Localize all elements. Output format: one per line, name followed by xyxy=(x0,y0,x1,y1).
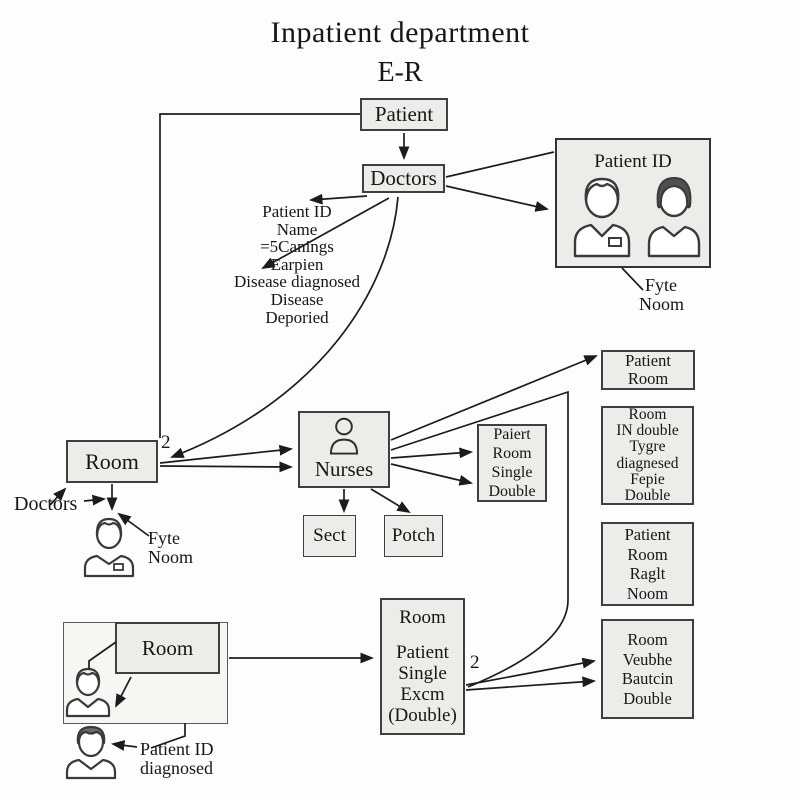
entity-room-veubhe: Room Veubhe Bautcin Double xyxy=(601,619,694,719)
arrow-nurses-to-paiert-1 xyxy=(390,447,474,459)
patient-room-line: Room xyxy=(627,369,669,388)
arrow-room-to-nurses-2 xyxy=(159,461,294,473)
attribute-item: =5Canings xyxy=(260,237,334,257)
arrow-room-single-to-veubhe-2 xyxy=(465,676,597,691)
veubhe-line: Bautcin xyxy=(621,669,674,688)
staff-female-icon xyxy=(647,176,701,258)
fyte-line: Fyte xyxy=(148,528,181,548)
fyte-noom-label-right: Fyte Noom xyxy=(639,276,684,314)
arrow-doctors-to-panel xyxy=(445,185,549,212)
room-in-double-line: diagnesed xyxy=(616,454,679,472)
entity-patient-room: Patient Room xyxy=(601,350,695,390)
attribute-item: Disease xyxy=(270,289,324,309)
arrow-nurses-to-paiert-2 xyxy=(390,463,473,486)
entity-room-bottom: Room xyxy=(115,622,220,674)
cardinality-room: 2 xyxy=(161,432,171,453)
veubhe-line: Double xyxy=(623,688,672,708)
pid-line: diagnosed xyxy=(140,758,213,778)
patient-id-diagnosed-label: Patient ID diagnosed xyxy=(140,740,214,778)
veubhe-line: Room xyxy=(627,630,668,649)
raglt-line: Patient xyxy=(624,525,671,544)
patient-dark-hair-icon xyxy=(65,725,117,780)
paiert-line: Double xyxy=(488,483,536,500)
entity-potch: Potch xyxy=(384,515,443,557)
fyte-line: Noom xyxy=(148,547,193,567)
arrow-room-to-nurses-1 xyxy=(159,444,294,464)
page-title: Inpatient department xyxy=(270,16,530,49)
entity-paiert: Paiert Room Single Double xyxy=(477,424,547,502)
entity-room-left: Room xyxy=(66,440,158,483)
arrow-doctors-to-attributes xyxy=(308,193,368,205)
room-in-double-line: IN double xyxy=(616,422,679,440)
raglt-line: Room xyxy=(627,544,668,564)
room-single-line: (Double) xyxy=(388,705,457,726)
arrow-nurses-to-potch xyxy=(370,488,411,514)
doctor-person-icon xyxy=(83,517,135,578)
room-single-line: Room xyxy=(399,607,446,628)
patient-room-line: Patient xyxy=(625,351,671,370)
raglt-line: Noom xyxy=(626,583,669,603)
room-in-double-line: Tygre xyxy=(629,438,666,456)
attribute-item: Earpien xyxy=(270,254,324,274)
attribute-item: Patient ID xyxy=(262,202,332,221)
arrow-room-single-to-veubhe-1 xyxy=(465,657,597,686)
entity-patient: Patient xyxy=(360,98,448,131)
room-in-double-line: Fepie xyxy=(630,470,665,488)
entity-nurses-label: Nurses xyxy=(314,457,374,481)
entity-sect: Sect xyxy=(303,515,356,557)
room-in-double-line: Double xyxy=(624,486,671,504)
cardinality-bottom: 2 xyxy=(470,652,480,673)
room-single-line: Single xyxy=(398,663,447,684)
patient-id-panel-title: Patient ID xyxy=(594,151,672,172)
entity-nurses: Nurses xyxy=(298,411,390,488)
entity-doctors: Doctors xyxy=(362,164,445,193)
room-single-line: Patient xyxy=(396,642,449,663)
line-doctors-to-panel-top xyxy=(445,151,555,178)
entity-patient-room-raglt: Patient Room Raglt Noom xyxy=(601,522,694,606)
raglt-line: Raglt xyxy=(629,564,666,583)
pid-line: Patient ID xyxy=(140,739,214,759)
paiert-line: Room xyxy=(492,445,532,462)
entity-room-in-double: Room IN double Tygre diagnesed Fepie Dou… xyxy=(601,406,694,505)
paiert-line: Single xyxy=(491,464,533,481)
patient-light-hair-icon xyxy=(65,667,111,718)
fyte-line: Noom xyxy=(639,294,684,314)
diagram-subtitle: E-R xyxy=(377,57,423,88)
attribute-item: Deporied xyxy=(265,307,329,327)
doctors-pointer-label: Doctors xyxy=(14,493,78,515)
entity-room-single: Room Patient Single Excm (Double) xyxy=(380,598,465,735)
fyte-line: Fyte xyxy=(645,275,678,295)
doctor-male-icon xyxy=(573,177,631,258)
room-single-line: Excm xyxy=(400,684,445,705)
veubhe-line: Veubhe xyxy=(622,649,673,669)
fyte-noom-label-left: Fyte Noom xyxy=(148,529,193,567)
paiert-line: Paiert xyxy=(493,426,531,443)
attribute-item: Name xyxy=(276,219,318,239)
attribute-item: Disease diagnosed xyxy=(233,272,361,292)
room-in-double-line: Room xyxy=(628,405,667,423)
doctors-attribute-list: Patient ID Name =5Canings Earpien Diseas… xyxy=(230,203,364,326)
arrow-doctors-label-to-line xyxy=(83,494,107,506)
nurse-icon xyxy=(329,417,359,455)
